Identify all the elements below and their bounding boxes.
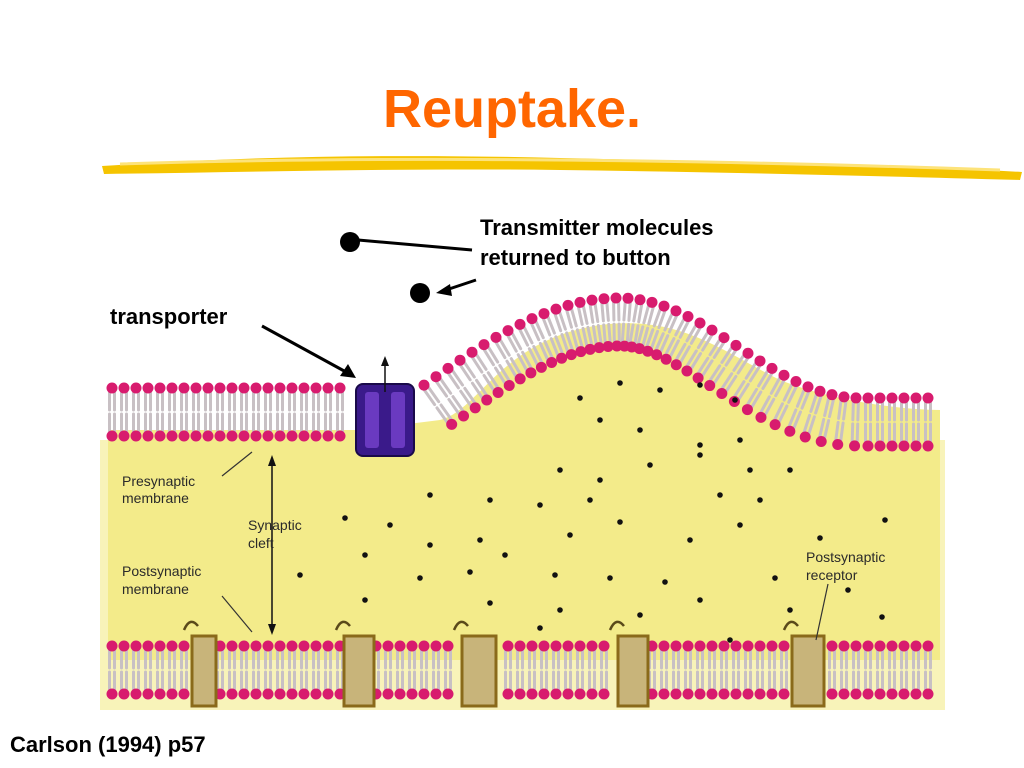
slide-title: Reuptake. — [382, 79, 642, 139]
transmitter-dot — [697, 442, 703, 448]
transmitter-dot — [567, 532, 573, 538]
returning-molecules — [340, 232, 477, 303]
transporter-annotation: transporter — [110, 304, 228, 329]
presynaptic-membrane-label-2: membrane — [122, 490, 189, 506]
transmitter-dot — [552, 572, 558, 578]
transmitter-dot — [557, 607, 563, 613]
pointer-line — [357, 238, 473, 252]
transmitter-dot — [697, 452, 703, 458]
title-underline — [102, 156, 1022, 180]
postsynaptic-membrane-label-2: membrane — [122, 581, 189, 597]
synaptic-cleft-arrow — [268, 455, 276, 635]
transmitter-dot — [417, 575, 423, 581]
citation: Carlson (1994) p57 — [10, 732, 206, 757]
transmitter-dot — [362, 552, 368, 558]
transmitter-dot — [717, 492, 723, 498]
presynaptic-membrane-label: Presynaptic — [122, 473, 195, 489]
transmitter-dot — [487, 600, 493, 606]
transmitter-dot — [387, 522, 393, 528]
molecule-dot — [410, 283, 430, 303]
transmitter-dot — [662, 579, 668, 585]
transmitter-dot — [587, 497, 593, 503]
transmitter-dot — [697, 597, 703, 603]
postsynaptic-receptor-label-2: receptor — [806, 567, 858, 583]
transmitter-dot — [427, 492, 433, 498]
transmitter-dot — [597, 477, 603, 483]
transmitter-dot — [787, 467, 793, 473]
transmitter-dot — [737, 437, 743, 443]
transmitter-dot — [757, 497, 763, 503]
transporter-pointer — [261, 324, 356, 378]
transmitter-dot — [772, 575, 778, 581]
transmitter-dot — [687, 537, 693, 543]
transmitter-dot — [647, 462, 653, 468]
transmitter-dot — [537, 625, 543, 631]
transmitter-dot — [747, 467, 753, 473]
transmitter-dot — [537, 502, 543, 508]
transmitter-dot — [817, 535, 823, 541]
transmitter-dot — [787, 607, 793, 613]
synaptic-cleft-label: Synaptic — [248, 517, 302, 533]
transmitter-dot — [732, 397, 738, 403]
transmitter-annotation-line2: returned to button — [480, 245, 671, 270]
transmitter-dot — [297, 572, 303, 578]
transmitter-dot — [879, 614, 885, 620]
postsynaptic-receptors — [182, 620, 826, 708]
transmitter-annotation: Transmitter molecules returned to button — [480, 213, 714, 273]
transmitter-dot — [637, 612, 643, 618]
transmitter-dot — [557, 467, 563, 473]
transmitter-annotation-line1: Transmitter molecules — [480, 215, 714, 240]
pointer-arrow — [445, 278, 477, 292]
transmitter-dot — [727, 637, 733, 643]
presynaptic-membrane — [106, 292, 934, 452]
transmitter-dot — [657, 387, 663, 393]
synaptic-cleft-label-2: cleft — [248, 535, 274, 551]
transmitter-dot — [577, 395, 583, 401]
transmitter-dot — [342, 515, 348, 521]
transmitter-dot — [617, 380, 623, 386]
transmitter-dot — [845, 587, 851, 593]
transmitter-molecules — [297, 380, 888, 643]
transmitter-dot — [467, 569, 473, 575]
transmitter-dot — [697, 382, 703, 388]
postsynaptic-receptor-label: Postsynaptic — [806, 549, 885, 565]
molecule-dot — [340, 232, 360, 252]
transmitter-dot — [637, 427, 643, 433]
transmitter-dot — [502, 552, 508, 558]
transmitter-dot — [477, 537, 483, 543]
postsynaptic-membrane — [106, 640, 934, 700]
transporter-protein — [355, 356, 415, 457]
transmitter-dot — [427, 542, 433, 548]
transmitter-dot — [607, 575, 613, 581]
transmitter-dot — [487, 497, 493, 503]
transmitter-dot — [362, 597, 368, 603]
transmitter-dot — [597, 417, 603, 423]
transmitter-dot — [737, 522, 743, 528]
transmitter-dot — [617, 519, 623, 525]
transmitter-dot — [882, 517, 888, 523]
postsynaptic-membrane-label: Postsynaptic — [122, 563, 201, 579]
